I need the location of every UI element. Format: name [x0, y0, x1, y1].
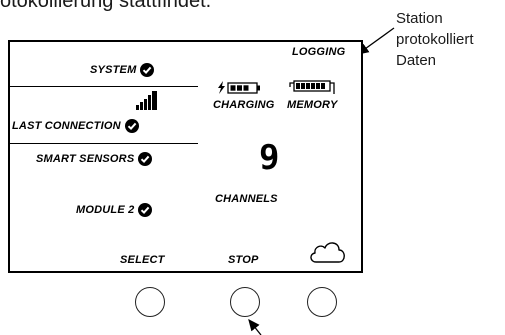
- callout-arrow: [356, 27, 395, 55]
- left-button[interactable]: [135, 287, 165, 317]
- divider-2: [10, 143, 198, 144]
- stop-softkey-label: STOP: [228, 254, 259, 266]
- check-icon: [124, 119, 139, 133]
- charging-label: CHARGING: [213, 99, 275, 111]
- smart-sensors-status: SMART SENSORS: [36, 152, 153, 166]
- memory-icon: [289, 80, 335, 94]
- stop-button[interactable]: [230, 287, 260, 317]
- battery-icon: [218, 81, 260, 94]
- memory-label: MEMORY: [287, 99, 338, 111]
- stop-button-arrow: [248, 318, 262, 335]
- check-icon: [138, 203, 153, 217]
- logging-status: LOGGING: [292, 46, 346, 58]
- callout-line-3: Daten: [396, 52, 437, 69]
- smart-sensors-label: SMART SENSORS: [36, 152, 135, 165]
- right-button[interactable]: [307, 287, 337, 317]
- callout-label: Station protokolliert Daten: [396, 8, 474, 71]
- check-icon: [138, 152, 153, 166]
- lightning-icon: [218, 81, 225, 94]
- callout-line-1: Station: [396, 10, 443, 27]
- lcd-screen: LOGGING SYSTEM LAST CONNECTION SMART SEN…: [8, 40, 363, 273]
- callout-line-2: protokolliert: [396, 31, 474, 48]
- check-icon: [140, 63, 155, 77]
- divider-1: [10, 86, 198, 87]
- signal-bars-icon: [136, 91, 157, 110]
- system-status: SYSTEM: [90, 63, 155, 77]
- module-label: MODULE 2: [76, 203, 135, 216]
- system-label: SYSTEM: [90, 63, 137, 76]
- select-softkey-label: SELECT: [120, 254, 165, 266]
- module-status: MODULE 2: [76, 203, 153, 217]
- intro-text: otokollierung stattfindet.: [0, 0, 212, 12]
- channels-label: CHANNELS: [215, 193, 278, 205]
- last-connection-status: LAST CONNECTION: [12, 119, 139, 133]
- last-connection-label: LAST CONNECTION: [12, 119, 121, 132]
- channel-count: 9: [259, 138, 280, 178]
- cloud-icon: [310, 242, 345, 263]
